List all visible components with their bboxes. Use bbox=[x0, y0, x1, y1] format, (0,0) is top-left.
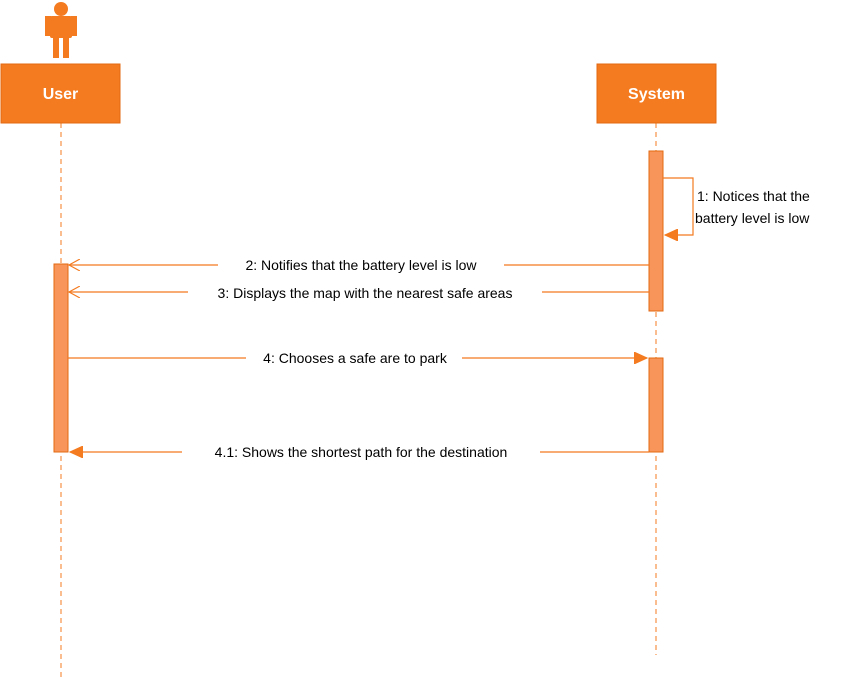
message-4-1: 4.1: Shows the shortest path for the des… bbox=[70, 442, 649, 462]
system-actor-label: System bbox=[628, 86, 685, 103]
user-actor-label: User bbox=[43, 86, 79, 103]
message-4-1-label: 4.1: Shows the shortest path for the des… bbox=[215, 444, 508, 460]
message-1-label-line2: battery level is low bbox=[695, 210, 810, 226]
message-2-label: 2: Notifies that the battery level is lo… bbox=[245, 257, 477, 273]
message-1-label-line1: 1: Notices that the bbox=[697, 188, 810, 204]
message-2: 2: Notifies that the battery level is lo… bbox=[69, 255, 649, 275]
user-actor-box[interactable]: User bbox=[0, 63, 121, 124]
message-3: 3: Displays the map with the nearest saf… bbox=[69, 282, 649, 302]
user-activation bbox=[53, 263, 69, 453]
message-4: 4: Chooses a safe are to park bbox=[68, 348, 647, 368]
system-activation-1 bbox=[648, 150, 664, 312]
system-actor-box[interactable]: System bbox=[596, 63, 717, 124]
message-4-label: 4: Chooses a safe are to park bbox=[263, 350, 448, 366]
person-icon bbox=[45, 2, 77, 58]
message-1-self: 1: Notices that the battery level is low bbox=[663, 177, 810, 235]
system-activation-2 bbox=[648, 357, 664, 453]
message-3-label: 3: Displays the map with the nearest saf… bbox=[218, 285, 513, 301]
